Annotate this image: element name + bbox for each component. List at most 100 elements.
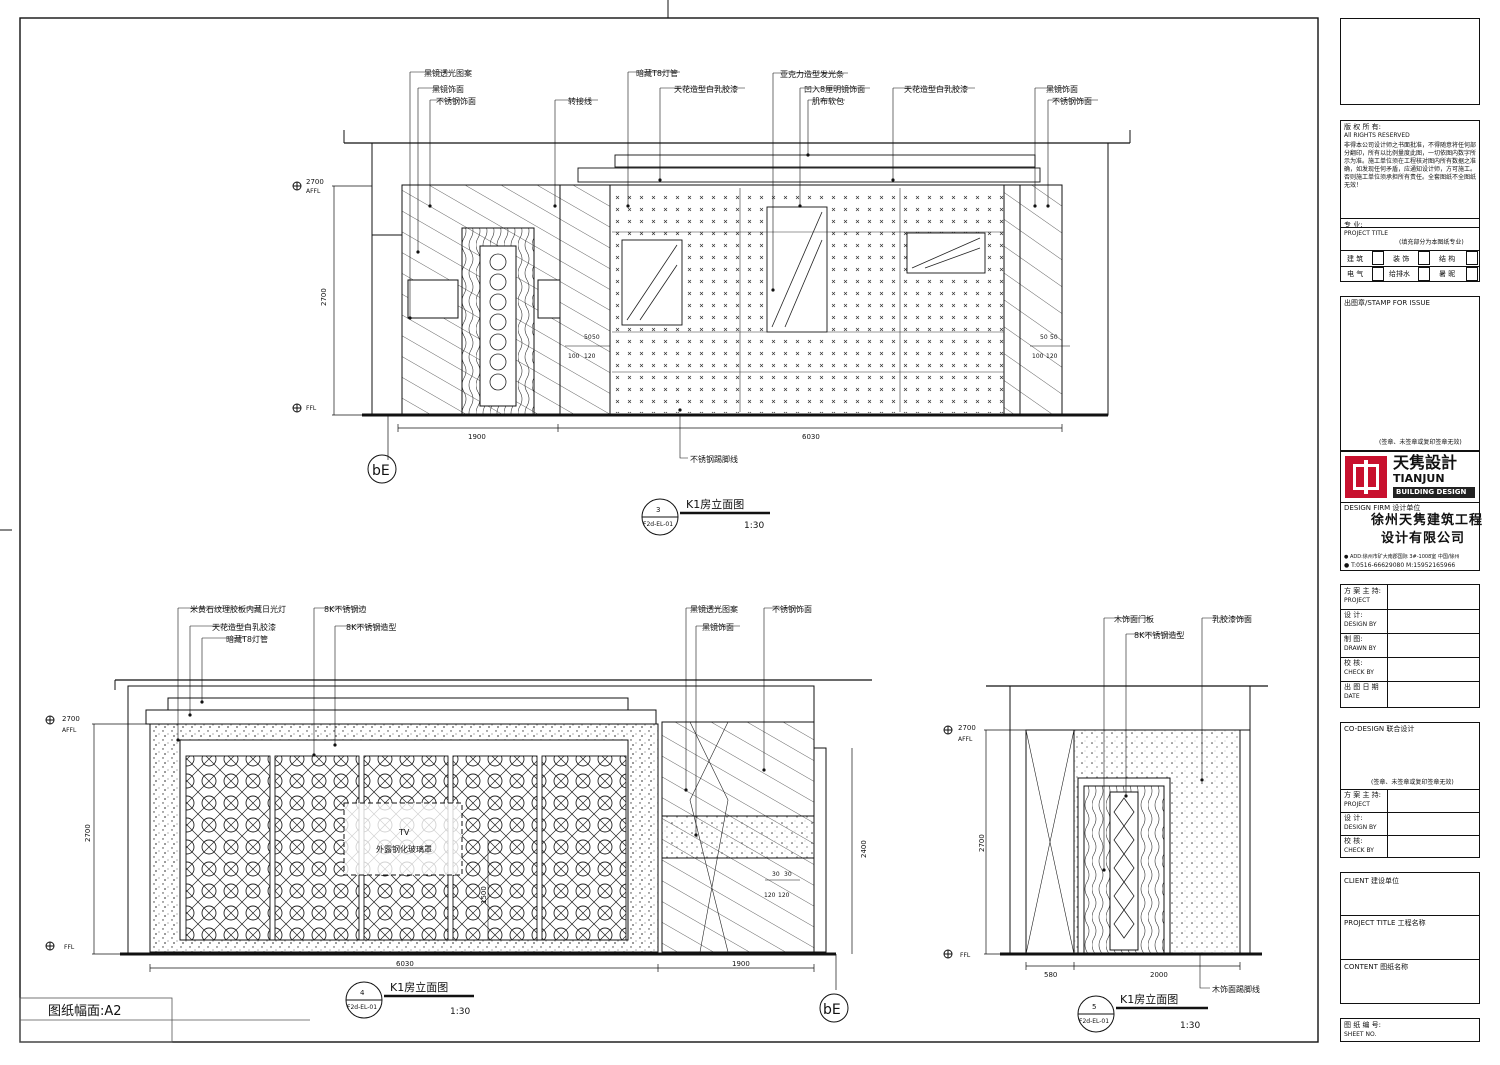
view4-small-dim-4: 120 xyxy=(778,892,790,899)
firm-name-1: 徐州天隽建筑工程 xyxy=(1371,513,1484,528)
firm-name-2: 设计有限公司 xyxy=(1381,531,1466,546)
view3-title: K1房立面图 xyxy=(686,497,744,511)
view3-note-10: 天花造型白乳胶漆 xyxy=(904,84,968,94)
sheet-border xyxy=(19,17,1319,1043)
sign-row-3-en: DRAWN BY xyxy=(1344,645,1377,652)
sheet-no-en: SHEET NO. xyxy=(1344,1031,1377,1038)
top-blank-box xyxy=(1340,18,1480,105)
view4-right-height-dim: 2400 xyxy=(860,840,868,858)
view4-level-top-label: AFFL xyxy=(62,727,77,734)
view4-note-1: 米黄石纹理胶板内藏日光灯 xyxy=(190,604,286,614)
sheet-no-label: 图 纸 编 号: xyxy=(1344,1021,1382,1029)
firm-logo-en: TIANJUN xyxy=(1393,472,1445,485)
view4-tv-height-dim: 1500 xyxy=(480,886,488,904)
view3-note-1: 黑镜透光图案 xyxy=(424,68,472,78)
copyright-box: 版 权 所 有: All RIGHTS RESERVED 非得本公司设计师之书面… xyxy=(1340,120,1480,228)
codesign-label: CO-DESIGN 联合设计 xyxy=(1344,725,1415,733)
firm-logo-cn: 天隽設計 xyxy=(1393,453,1458,472)
codesign-row-2-en: DESIGN BY xyxy=(1344,824,1377,831)
sign-row-2-cn: 设 计: xyxy=(1344,611,1363,619)
sign-row-1-en: PROJECT xyxy=(1344,597,1370,604)
sign-row-2-en: DESIGN BY xyxy=(1344,621,1377,628)
view3-level-top-label: AFFL xyxy=(306,188,321,195)
view5-note-1: 木饰面门板 xyxy=(1114,614,1154,624)
sign-row-1-cn: 方 案 主 持: xyxy=(1344,587,1382,595)
sign-row-5-en: DATE xyxy=(1344,693,1360,700)
discipline-5: 给排水 xyxy=(1389,270,1410,278)
view5-height-dim: 2700 xyxy=(978,834,986,852)
view4-number: 4 xyxy=(360,989,365,997)
codesign-row-3-cn: 校 核: xyxy=(1344,837,1363,845)
view3-small-dim-5: 50 xyxy=(1040,334,1048,341)
copyright-title: 版 权 所 有: xyxy=(1344,123,1382,131)
codesign-box: CO-DESIGN 联合设计 (签章、未签章或复印签章无效) 方 案 主 持: … xyxy=(1340,722,1480,858)
view3-scale: 1:30 xyxy=(744,521,764,531)
view3-small-dim-2: 50 xyxy=(592,334,600,341)
view4-ref: F2d-EL-01 xyxy=(347,1004,377,1011)
view4-scale: 1:30 xyxy=(450,1007,470,1017)
view3-note-4: 转接线 xyxy=(568,96,592,106)
discipline-title: 专 业: xyxy=(1344,221,1363,229)
view5-width-1: 580 xyxy=(1044,971,1057,979)
elevation-view-3: 2700 AFFL FFL 2700 1900 6030 50 50 100 1… xyxy=(292,68,1131,536)
view3-ref: F2d-EL-01 xyxy=(643,521,673,528)
view4-tv-label: TV xyxy=(398,828,410,837)
codesign-row-3-en: CHECK BY xyxy=(1344,847,1374,854)
view5-note-4: 木饰面踢脚线 xyxy=(1212,984,1260,994)
view5-note-2: 8K不锈钢造型 xyxy=(1134,630,1184,640)
view4-note-7: 黑镜饰面 xyxy=(702,622,734,632)
view5-level-floor: FFL xyxy=(960,952,971,959)
firm-address: ● ADD:徐州市矿大南郡国际 3#-1008室 中国/徐州 xyxy=(1344,554,1460,560)
codesign-row-1-cn: 方 案 主 持: xyxy=(1344,791,1382,799)
view4-level-floor: FFL xyxy=(64,944,75,951)
content-label: CONTENT 图纸名称 xyxy=(1344,963,1409,971)
view3-small-dim-1: 50 xyxy=(584,334,592,341)
view3-note-11: 黑镜饰面 xyxy=(1046,84,1078,94)
view5-scale: 1:30 xyxy=(1180,1021,1200,1031)
discipline-3: 结 构 xyxy=(1439,255,1456,263)
view3-small-dim-6: 50 xyxy=(1050,334,1058,341)
stamp-note: (签章、未签章或复印签章无效) xyxy=(1379,439,1462,446)
view3-note-2: 黑镜饰面 xyxy=(432,84,464,94)
title-block: 版 权 所 有: All RIGHTS RESERVED 非得本公司设计师之书面… xyxy=(1340,18,1482,1042)
view3-note-8: 凹入8厘明镜饰面 xyxy=(804,84,865,94)
view4-note-4: 8K不锈钢边 xyxy=(324,604,366,614)
view3-note-3: 不锈钢饰面 xyxy=(436,96,476,106)
view4-note-3: 暗藏T8灯管 xyxy=(226,634,268,644)
discipline-1: 建 筑 xyxy=(1347,255,1364,263)
view3-section-mark: bE xyxy=(372,463,390,479)
sign-row-5-cn: 出 图 日 期 xyxy=(1344,683,1379,691)
view4-tv-note: 外露钢化玻璃罩 xyxy=(376,844,432,854)
copyright-en: All RIGHTS RESERVED xyxy=(1344,132,1410,139)
client-label: CLIENT 建设单位 xyxy=(1344,877,1400,885)
firm-logo-mark xyxy=(1345,456,1387,498)
firm-contact: ● T:0516-66629080 M:15952165966 xyxy=(1344,562,1456,569)
design-firm-label: DESIGN FIRM 设计单位 xyxy=(1344,504,1421,512)
view5-level-top: 2700 xyxy=(958,724,976,732)
elevation-view-5: 2700 AFFL FFL 2700 580 2000 木饰面门板 8K不锈钢造… xyxy=(943,614,1268,1033)
view3-level-top: 2700 xyxy=(306,178,324,186)
view4-title: K1房立面图 xyxy=(390,980,448,994)
view4-small-dim-3: 120 xyxy=(764,892,776,899)
view3-note-9: 肌布软包 xyxy=(812,96,844,106)
discipline-2: 装 饰 xyxy=(1393,255,1410,263)
view3-small-dim-4: 120 xyxy=(584,353,596,360)
view4-small-dim-1: 30 xyxy=(772,871,780,878)
view3-width-2: 6030 xyxy=(802,433,820,441)
sign-row-4-en: CHECK BY xyxy=(1344,669,1374,676)
view4-height-dim: 2700 xyxy=(84,824,92,842)
firm-logo-bar: BUILDING DESIGN xyxy=(1393,487,1475,498)
view4-level-top: 2700 xyxy=(62,715,80,723)
stamp-box: 出图章/STAMP FOR ISSUE (签章、未签章或复印签章无效) xyxy=(1340,296,1480,451)
view3-width-1: 1900 xyxy=(468,433,486,441)
discipline-box: 专 业: PROJECT TITLE (填充部分为本图纸专业) 建 筑 装 饰 … xyxy=(1340,218,1480,282)
discipline-6: 暑 昵 xyxy=(1439,270,1456,278)
view4-note-5: 8K不锈钢造型 xyxy=(346,622,396,632)
view3-note-5: 暗藏T8灯管 xyxy=(636,68,678,78)
view5-width-2: 2000 xyxy=(1150,971,1168,979)
codesign-note: (签章、未签章或复印签章无效) xyxy=(1371,779,1454,786)
view5-title: K1房立面图 xyxy=(1120,992,1178,1006)
view3-note-7: 亚克力造型发光条 xyxy=(780,69,844,79)
